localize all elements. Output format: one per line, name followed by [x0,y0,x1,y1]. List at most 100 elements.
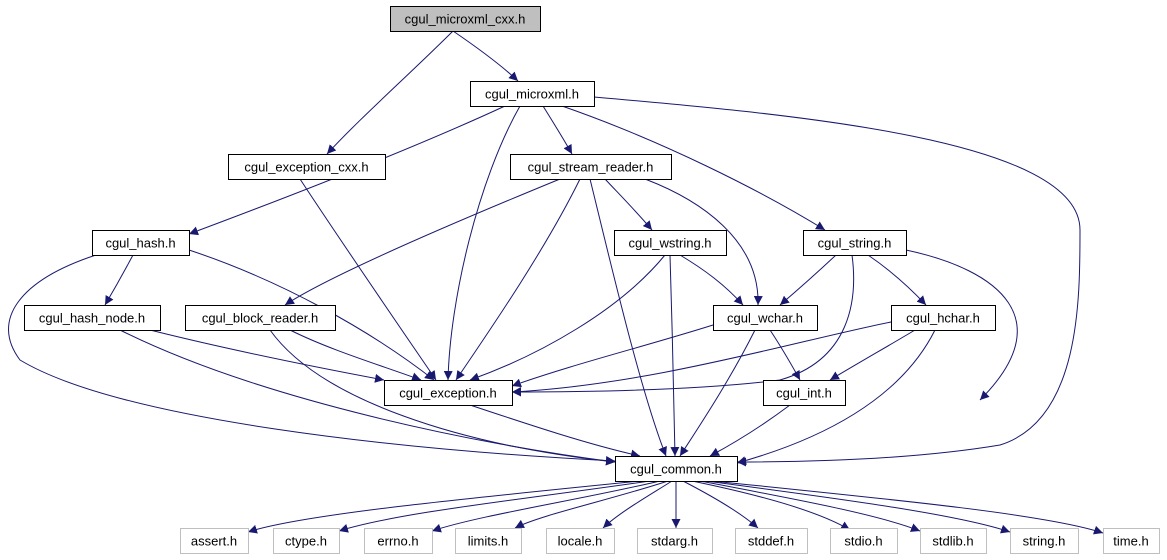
node-box [364,528,433,554]
node-box [803,230,907,256]
node-label: stdio.h [844,534,882,549]
node-cgul-exception-cxx[interactable]: cgul_exception_cxx.h [228,154,386,180]
edge-cgul-stream-reader-to-cgul-common [589,178,667,457]
edge-cgul-hash-to-cgul-common [8,254,616,466]
node-box [510,154,672,180]
node-label: cgul_common.h [630,462,722,477]
edge-cgul-microxml-to-cgul-common [593,96,1081,467]
edge-cgul-stream-reader-to-cgul-wchar [644,178,763,306]
node-box [735,528,808,554]
node-label: cgul_int.h [776,386,832,401]
node-label: cgul_exception.h [399,386,497,401]
node-stdio: stdio.h [830,528,898,554]
node-label: locale.h [558,534,603,549]
edge-cgul-hash-node-to-cgul-common [119,329,616,466]
edge-cgul-exception-to-cgul-common [469,404,641,459]
node-layer: cgul_microxml_cxx.h cgul_microxml.h cgul_e… [24,6,1160,554]
node-label: cgul_hchar.h [906,311,980,326]
node-time: time.h [1103,528,1160,554]
node-box [455,528,522,554]
node-box [891,305,996,331]
node-label: cgul_microxml_cxx.h [405,12,526,27]
edge-cgul-block-reader-to-cgul-common [269,329,616,466]
node-label: string.h [1023,534,1066,549]
node-cgul-stream-reader[interactable]: cgul_stream_reader.h [510,154,672,180]
edge-cgul-stream-reader-to-cgul-block-reader [284,178,561,306]
node-box [615,456,738,482]
edge-cgul-microxml-to-cgul-stream-reader [542,105,573,155]
edge-cgul-hchar-to-cgul-int [829,329,916,381]
node-cgul-int[interactable]: cgul_int.h [763,380,846,406]
node-cgul-wstring[interactable]: cgul_wstring.h [614,230,727,256]
node-box [546,528,615,554]
node-label: time.h [1113,534,1148,549]
edge-cgul-microxml-cxx-to-cgul-microxml [452,30,519,82]
node-locale: locale.h [546,528,615,554]
edge-cgul-hash-node-to-cgul-exception [149,329,385,383]
node-cgul-block-reader[interactable]: cgul_block_reader.h [185,305,336,331]
edge-cgul-common-to-errno [431,480,661,533]
node-label: cgul_stream_reader.h [528,160,654,175]
node-label: cgul_wchar.h [727,311,803,326]
node-cgul-microxml[interactable]: cgul_microxml.h [470,81,595,107]
node-string: string.h [1010,528,1079,554]
node-label: ctype.h [285,534,327,549]
node-label: cgul_string.h [818,236,892,251]
node-stdlib: stdlib.h [920,528,987,554]
edge-cgul-common-to-stdlib [699,480,921,532]
edge-cgul-microxml-cxx-to-cgul-exception-cxx [326,30,454,155]
edge-cgul-wstring-to-cgul-exception [469,254,666,382]
node-label: cgul_exception_cxx.h [244,160,368,175]
node-box [92,230,190,256]
node-box [614,230,727,256]
node-label: stdlib.h [932,534,973,549]
edge-cgul-wstring-to-cgul-common [669,254,680,457]
node-label: stdarg.h [651,534,698,549]
edge-cgul-block-reader-to-cgul-exception [289,329,422,382]
node-box [180,528,249,554]
node-cgul-exception[interactable]: cgul_exception.h [384,380,513,406]
node-assert: assert.h [180,528,249,554]
node-cgul-microxml-cxx[interactable]: cgul_microxml_cxx.h [390,6,541,32]
node-label: cgul_wstring.h [628,236,711,251]
node-box [763,380,846,406]
node-cgul-hash-node[interactable]: cgul_hash_node.h [24,305,161,331]
node-label: limits.h [468,534,508,549]
node-label: stddef.h [748,534,794,549]
edge-cgul-stream-reader-to-cgul-wstring [604,178,653,231]
node-cgul-hchar[interactable]: cgul_hchar.h [891,305,996,331]
node-stddef: stddef.h [735,528,808,554]
node-cgul-wchar[interactable]: cgul_wchar.h [713,305,818,331]
node-box [713,305,818,331]
node-box [830,528,898,554]
node-box [637,528,713,554]
node-label: cgul_microxml.h [485,87,579,102]
node-label: cgul_hash.h [105,236,175,251]
edge-cgul-wstring-to-cgul-wchar [679,254,744,306]
edge-cgul-hchar-to-cgul-common [736,329,936,465]
node-label: errno.h [377,534,418,549]
edge-cgul-int-to-cgul-common [709,404,791,457]
edge-cgul-common-to-ctype [338,480,651,533]
node-ctype: ctype.h [273,528,340,554]
node-stdarg: stdarg.h [637,528,713,554]
node-box [390,6,541,32]
edge-cgul-stream-reader-to-cgul-exception [455,178,581,381]
node-box [920,528,987,554]
edge-cgul-string-to-cgul-wchar [779,254,837,306]
edge-layer [8,30,1104,535]
node-cgul-string[interactable]: cgul_string.h [803,230,907,256]
edge-cgul-common-to-limits [514,480,669,529]
node-box [24,305,161,331]
node-cgul-hash[interactable]: cgul_hash.h [92,230,190,256]
node-box [273,528,340,554]
edge-cgul-hchar-to-cgul-exception [511,321,892,397]
edge-cgul-wchar-to-cgul-common [679,329,756,457]
node-label: cgul_block_reader.h [202,311,318,326]
node-cgul-common[interactable]: cgul_common.h [615,456,738,482]
edge-cgul-microxml-to-cgul-exception [443,105,521,381]
edge-cgul-microxml-to-cgul-string [561,105,826,231]
node-limits: limits.h [455,528,522,554]
edge-cgul-exception-cxx-to-cgul-exception [299,178,437,381]
